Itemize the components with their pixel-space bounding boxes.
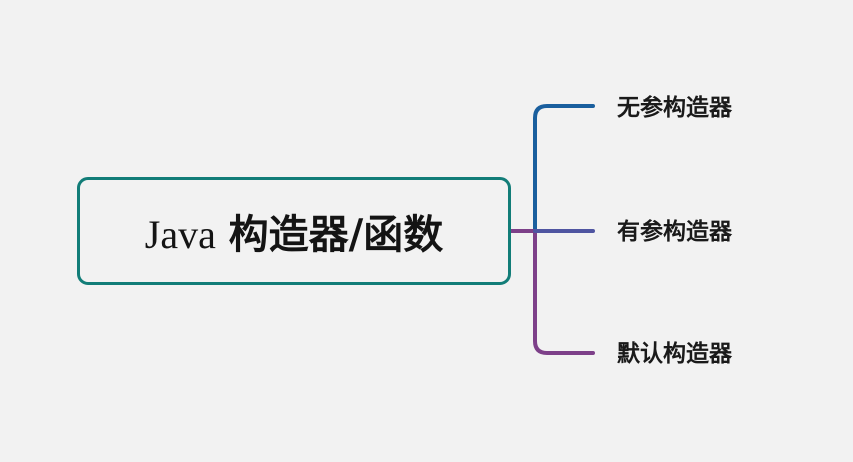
branch-label-default-constructor[interactable]: 默认构造器 <box>617 341 732 367</box>
connector-branch-3 <box>509 229 595 355</box>
root-title-latin: Java <box>144 212 216 257</box>
root-title: Java 构造器/函数 <box>145 202 443 260</box>
branch-label-no-arg-constructor[interactable]: 无参构造器 <box>617 95 732 121</box>
connector-branch-1 <box>509 104 595 233</box>
branch-label-arg-constructor[interactable]: 有参构造器 <box>617 219 732 245</box>
root-title-cjk: 构造器/函数 <box>228 211 444 258</box>
root-node[interactable]: Java 构造器/函数 <box>77 177 511 285</box>
